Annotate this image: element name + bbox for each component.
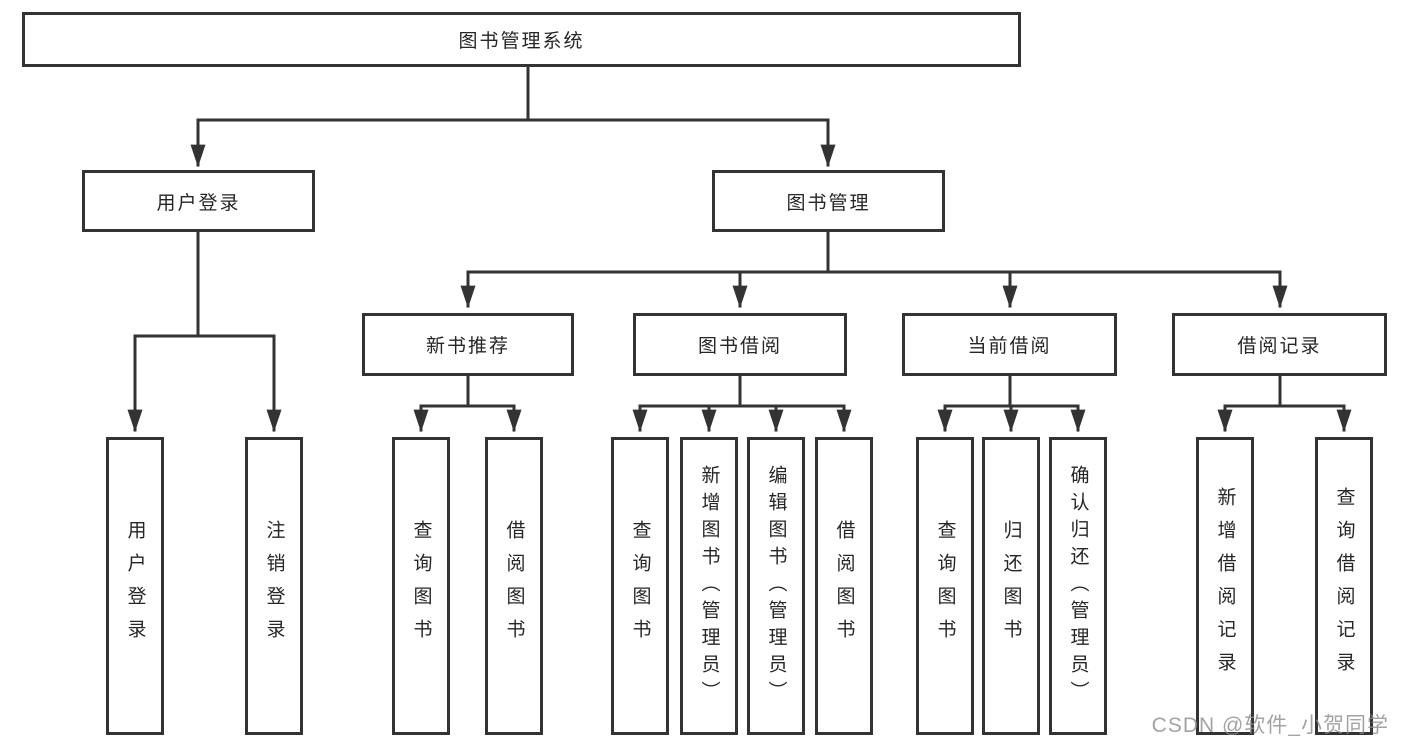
node-book-management-label: 图书管理 [786, 192, 871, 214]
leaf-current-query-books-label: 查询图书 [934, 520, 956, 652]
leaf-recommend-query-books: 查询图书 [392, 437, 450, 735]
node-library-system: 图书管理系统 [22, 12, 1021, 67]
node-new-book-recommendation: 新书推荐 [362, 313, 574, 376]
node-book-borrowing-label: 图书借阅 [697, 336, 782, 357]
leaf-records-add-borrow-record: 新增借阅记录 [1196, 437, 1254, 735]
leaf-logout-login: 注销登录 [245, 437, 303, 735]
leaf-records-query-borrow-record: 查询借阅记录 [1315, 437, 1373, 735]
node-book-borrowing: 图书借阅 [633, 313, 847, 376]
node-current-borrowing: 当前借阅 [902, 313, 1117, 376]
leaf-recommend-borrow-books: 借阅图书 [485, 437, 543, 735]
leaf-borrowing-edit-books-admin: 编辑图书（管理员） [747, 437, 805, 735]
leaf-borrowing-borrow-books: 借阅图书 [815, 437, 873, 735]
leaf-records-query-borrow-record-label: 查询借阅记录 [1333, 487, 1355, 685]
watermark-text: CSDN @软件_小贺同学 [1151, 714, 1389, 737]
node-library-system-label: 图书管理系统 [458, 31, 585, 52]
leaf-borrowing-borrow-books-label: 借阅图书 [833, 520, 855, 652]
node-borrowing-records: 借阅记录 [1172, 313, 1387, 376]
leaf-borrowing-edit-books-admin-label: 编辑图书（管理员） [765, 464, 787, 708]
node-user-login-label: 用户登录 [156, 192, 241, 214]
leaf-borrowing-add-books-admin: 新增图书（管理员） [680, 437, 738, 735]
leaf-borrowing-query-books: 查询图书 [611, 437, 669, 735]
node-new-book-recommendation-label: 新书推荐 [425, 336, 510, 357]
node-user-login: 用户登录 [82, 170, 315, 232]
leaf-current-confirm-return-admin: 确认归还（管理员） [1049, 437, 1107, 735]
leaf-recommend-query-books-label: 查询图书 [410, 520, 432, 652]
leaf-user-login: 用户登录 [106, 437, 164, 735]
leaf-records-add-borrow-record-label: 新增借阅记录 [1214, 487, 1236, 685]
node-borrowing-records-label: 借阅记录 [1237, 336, 1322, 357]
leaf-user-login-label: 用户登录 [124, 520, 146, 652]
leaf-current-return-books-label: 归还图书 [1000, 520, 1022, 652]
node-book-management: 图书管理 [712, 170, 945, 232]
leaf-current-confirm-return-admin-label: 确认归还（管理员） [1067, 464, 1089, 708]
leaf-borrowing-query-books-label: 查询图书 [629, 520, 651, 652]
node-current-borrowing-label: 当前借阅 [967, 336, 1052, 357]
leaf-recommend-borrow-books-label: 借阅图书 [503, 520, 525, 652]
leaf-logout-login-label: 注销登录 [263, 520, 285, 652]
leaf-borrowing-add-books-admin-label: 新增图书（管理员） [698, 464, 720, 708]
leaf-current-return-books: 归还图书 [982, 437, 1040, 735]
leaf-current-query-books: 查询图书 [916, 437, 974, 735]
